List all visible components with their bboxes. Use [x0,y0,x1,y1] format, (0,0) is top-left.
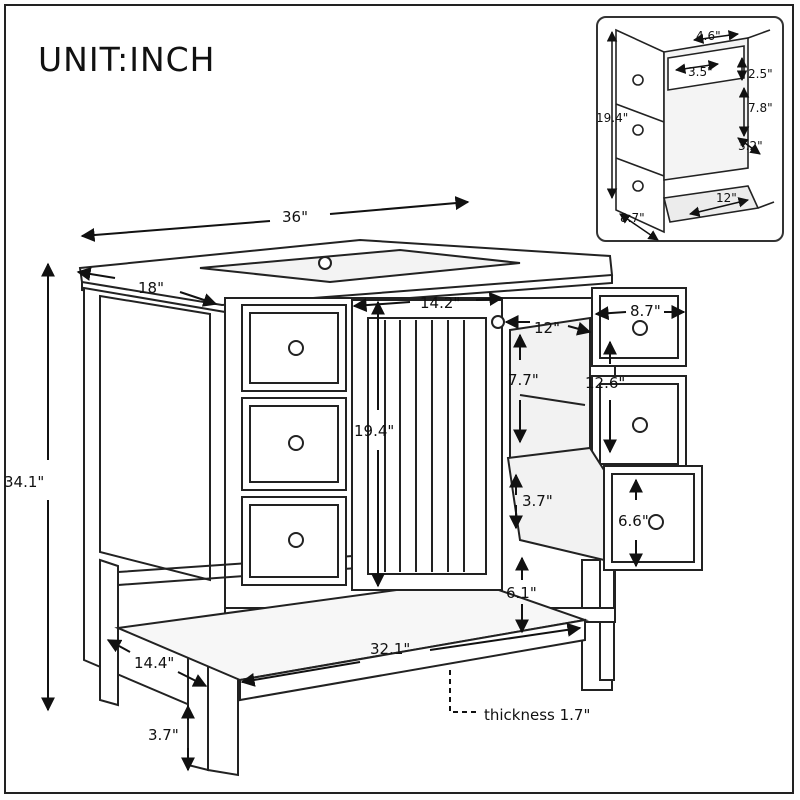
inset-dim-bottom-gap: 3.2" [738,139,763,153]
knob-icon [632,74,644,86]
drawer-detail-inset: 4.6" 3.5" 2.5" 19.4" 7.8" 3.2" 12" 8.7" [596,16,784,242]
inset-dim-top-width: 4.6" [696,29,721,43]
knob-icon [632,417,648,433]
dim-width: 36" [282,208,308,226]
knob-icon [288,532,304,548]
inset-dim-width: 8.7" [620,211,645,225]
knob-icon [288,340,304,356]
dim-drawer-width: 8.7" [630,302,661,320]
countertop [78,238,614,314]
dim-lower-drawer-height: 6.6" [618,512,649,530]
dim-shelf-depth: 14.4" [134,654,174,672]
inset-dim-height: 19.4" [598,111,628,125]
dim-drawer-box-height: 7.7" [508,371,539,389]
dim-shelf-width: 32.1" [370,640,410,658]
dim-drawer-depth: 12" [534,319,560,337]
knob-icon [491,315,505,329]
dimension-labels: 36" 18" 34.1" 14.2" 19.4" 12" 8.7" 7.7" … [4,208,661,744]
sink-basin [199,248,521,284]
dim-shelf-thickness: thickness 1.7" [484,706,590,724]
dim-height: 34.1" [4,473,44,491]
right-drawers [506,287,703,571]
cabinet-door [351,299,505,591]
diagram-frame [4,4,794,794]
left-drawers [241,304,347,586]
dim-drawer-height: 12.6" [585,374,625,392]
knob-icon [632,180,644,192]
dim-door-width: 14.2" [420,294,460,312]
knob-icon [288,435,304,451]
inset-dim-mid-height: 7.8" [748,101,773,115]
inset-dim-top-inner: 3.5" [688,65,713,79]
dim-shelf-gap: 6.1" [506,584,537,602]
faucet-hole [318,256,332,270]
inset-dim-top-height: 2.5" [748,67,773,81]
unit-title: UNIT:INCH [38,40,216,79]
dim-depth: 18" [138,279,164,297]
knob-icon [632,320,648,336]
inset-drawing: 4.6" 3.5" 2.5" 19.4" 7.8" 3.2" 12" 8.7" [598,28,775,241]
dim-door-height: 19.4" [354,422,394,440]
dim-lower-drawer-inner: 3.7" [522,492,553,510]
knob-icon [648,514,664,530]
knob-icon [632,124,644,136]
dim-leg-height: 3.7" [148,726,179,744]
inset-dim-depth: 12" [716,191,737,205]
dimension-lines [41,196,686,772]
